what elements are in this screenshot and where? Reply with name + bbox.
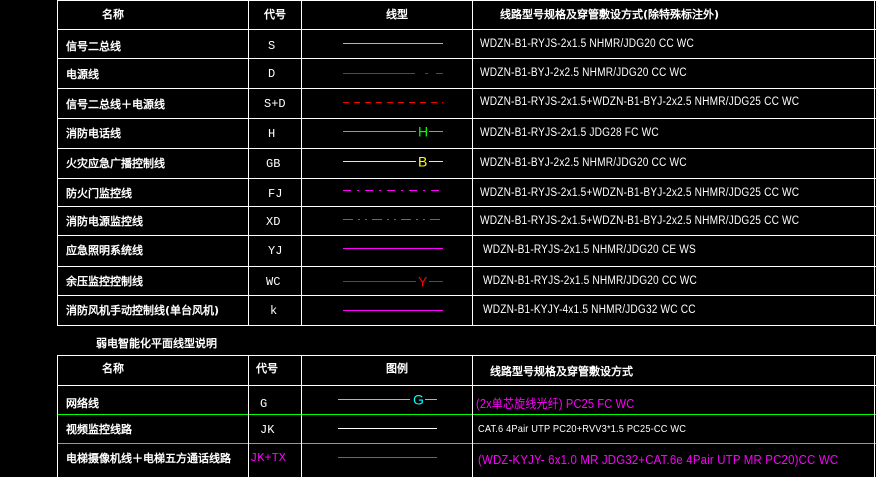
row-code: WC	[266, 275, 281, 289]
row-name: 火灾应急广播控制线	[66, 157, 165, 170]
row-spec: WDZN-B1-RYJS-2x1.5 NHMR/JDG20 CE WS	[483, 244, 696, 256]
row-name: 余压监控控制线	[66, 275, 143, 288]
row-name: 消防电话线	[66, 127, 121, 140]
section2-header-name: 名称	[102, 362, 124, 375]
row-name: 消防风机手动控制线(单台风机)	[66, 304, 220, 317]
linetype-letter: Y	[418, 274, 428, 290]
row-code: G	[260, 397, 268, 411]
row-name: 防火门监控线	[66, 187, 132, 200]
row-code: FJ	[268, 187, 283, 201]
section2-header-legend: 图例	[386, 362, 408, 375]
row-spec: WDZN-B1-BYJ-2x2.5 NHMR/JDG20 CC WC	[480, 157, 687, 169]
legend-letter: G	[413, 392, 424, 408]
row-spec: (WDZ-KYJY- 6x1.0 MR JDG32+CAT.6e 4Pair U…	[478, 452, 839, 467]
header-name: 名称	[102, 8, 124, 21]
row-spec: WDZN-B1-RYJS-2x1.5 NHMR/JDG20 CC WC	[480, 38, 695, 50]
row-spec: CAT.6 4Pair UTP PC20+RVV3*1.5 PC25-CC WC	[478, 423, 687, 435]
row-name: 视频监控线路	[66, 423, 132, 436]
linetype-letter: H	[418, 124, 428, 140]
row-code: D	[268, 67, 276, 81]
header-code: 代号	[264, 8, 286, 21]
header-spec: 线路型号规格及穿管敷设方式(除特殊标注外)	[500, 8, 720, 21]
row-code: YJ	[268, 244, 283, 258]
row-spec: WDZN-B1-RYJS-2x1.5 NHMR/JDG20 CC WC	[483, 275, 698, 287]
section2-title: 弱电智能化平面线型说明	[96, 337, 217, 350]
row-spec: WDZN-B1-RYJS-2x1.5+WDZN-B1-BYJ-2x2.5 NHM…	[480, 96, 800, 108]
row-name: 网络线	[66, 397, 99, 410]
row-name: 电梯摄像机线＋电梯五方通话线路	[66, 452, 231, 465]
section2-header-spec: 线路型号规格及穿管敷设方式	[490, 365, 633, 378]
row-code: S+D	[264, 97, 286, 111]
row-name: 应急照明系统线	[66, 244, 143, 257]
row-code: GB	[266, 157, 281, 171]
row-spec: WDZN-B1-KYJY-4x1.5 NHMR/JDG32 WC CC	[483, 304, 696, 316]
row-code: JK+TX	[250, 451, 287, 465]
row-name: 电源线	[66, 68, 99, 81]
row-name: 信号二总线＋电源线	[66, 98, 165, 111]
row-code: JK	[260, 423, 275, 437]
row-spec: WDZN-B1-BYJ-2x2.5 NHMR/JDG20 CC WC	[480, 67, 687, 79]
linetype-letter: B	[418, 154, 427, 170]
section2-header-code: 代号	[256, 362, 278, 375]
row-spec: WDZN-B1-RYJS-2x1.5+WDZN-B1-BYJ-2x2.5 NHM…	[480, 215, 800, 227]
row-code: k	[270, 304, 278, 318]
row-spec: WDZN-B1-RYJS-2x1.5 JDG28 FC WC	[480, 127, 659, 139]
row-code: XD	[266, 215, 281, 229]
row-spec: WDZN-B1-RYJS-2x1.5+WDZN-B1-BYJ-2x2.5 NHM…	[480, 187, 800, 199]
row-code: H	[268, 127, 276, 141]
row-code: S	[268, 39, 276, 53]
header-linetype: 线型	[386, 8, 408, 21]
row-spec: (2x单芯旋线光纤) PC25 FC WC	[476, 397, 635, 411]
row-name: 消防电源监控线	[66, 215, 143, 228]
row-name: 信号二总线	[66, 40, 121, 53]
